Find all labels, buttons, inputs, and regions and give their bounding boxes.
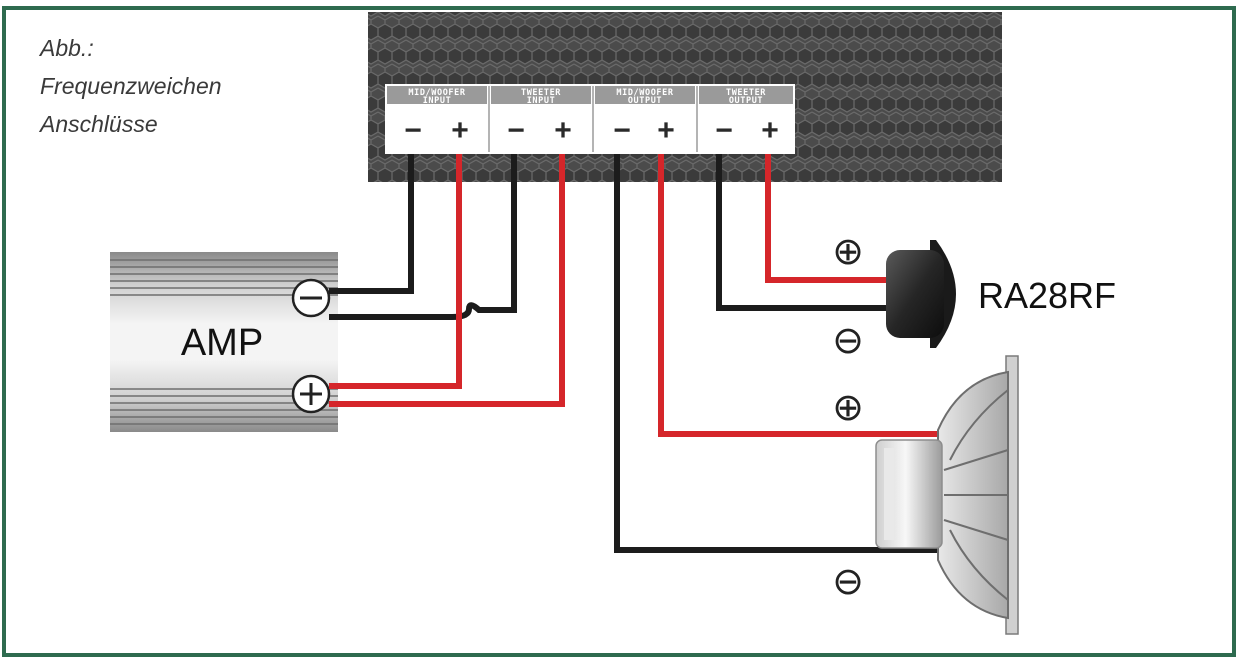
terminal-header bbox=[491, 86, 591, 104]
minus-terminal: − bbox=[507, 114, 525, 147]
tweeter-speaker: ⊕ ⊖ RA28RF bbox=[832, 229, 1116, 362]
amp-label: AMP bbox=[181, 322, 263, 364]
woofer-magnet-highlight bbox=[884, 448, 894, 540]
wire-tweeter-output-plus bbox=[765, 154, 892, 283]
minus-terminal: − bbox=[404, 114, 422, 147]
wire-amp-plus-to-midwoofer-input bbox=[329, 154, 462, 389]
terminal-header bbox=[595, 86, 695, 104]
terminal-midwoofer-input: MID/WOOFER INPUT − + bbox=[387, 86, 487, 147]
terminal-header bbox=[699, 86, 793, 104]
minus-terminal: − bbox=[715, 114, 733, 147]
minus-terminal: − bbox=[613, 114, 631, 147]
plus-terminal: + bbox=[451, 114, 469, 147]
amplifier: AMP bbox=[110, 252, 338, 432]
amp-heatsink-fins bbox=[110, 259, 338, 425]
wire-amp-minus-to-midwoofer-input bbox=[329, 154, 414, 294]
terminal-tweeter-output: TWEETER OUTPUT − + bbox=[699, 86, 793, 147]
terminal-header-line-1: MID/WOOFER bbox=[408, 88, 465, 98]
wire-tweeter-output-minus bbox=[716, 154, 892, 311]
terminal-header-line-1: TWEETER bbox=[521, 88, 561, 98]
tweeter-plus-symbol: ⊕ bbox=[832, 229, 864, 273]
crossover-unit: MID/WOOFER INPUT − + TWEETER INPUT − + M… bbox=[368, 12, 1002, 182]
woofer-basket-spokes bbox=[943, 389, 1009, 601]
tweeter-body bbox=[886, 250, 944, 338]
plus-terminal: + bbox=[761, 114, 779, 147]
caption-line-3: Anschlüsse bbox=[38, 111, 158, 137]
tweeter-minus-symbol: ⊖ bbox=[832, 318, 864, 362]
woofer-speaker: ⊕ ⊖ bbox=[832, 355, 1019, 635]
wire-midwoofer-output-minus bbox=[614, 154, 952, 553]
woofer-plus-symbol: ⊕ bbox=[832, 385, 864, 429]
wire-amp-plus-to-tweeter-input bbox=[329, 154, 565, 407]
terminal-header-line-2: OUTPUT bbox=[628, 96, 662, 106]
terminal-header-line-2: INPUT bbox=[527, 96, 556, 106]
terminal-header-line-1: MID/WOOFER bbox=[616, 88, 673, 98]
terminal-midwoofer-output: MID/WOOFER OUTPUT − + bbox=[595, 86, 695, 147]
caption-line-1: Abb.: bbox=[38, 35, 94, 61]
terminal-tweeter-input: TWEETER INPUT − + bbox=[491, 86, 591, 147]
terminal-header-line-2: OUTPUT bbox=[729, 96, 763, 106]
wire-midwoofer-output-plus bbox=[658, 154, 952, 437]
terminal-header-line-1: TWEETER bbox=[726, 88, 766, 98]
terminal-header-line-2: INPUT bbox=[423, 96, 452, 106]
figure-caption: Abb.: Frequenzweichen Anschlüsse bbox=[38, 35, 222, 137]
wiring bbox=[329, 154, 952, 553]
plus-terminal: + bbox=[554, 114, 572, 147]
plus-terminal: + bbox=[657, 114, 675, 147]
caption-line-2: Frequenzweichen bbox=[40, 73, 222, 99]
terminal-header bbox=[387, 86, 487, 104]
woofer-minus-symbol: ⊖ bbox=[832, 559, 864, 603]
tweeter-model-label: RA28RF bbox=[978, 275, 1116, 316]
